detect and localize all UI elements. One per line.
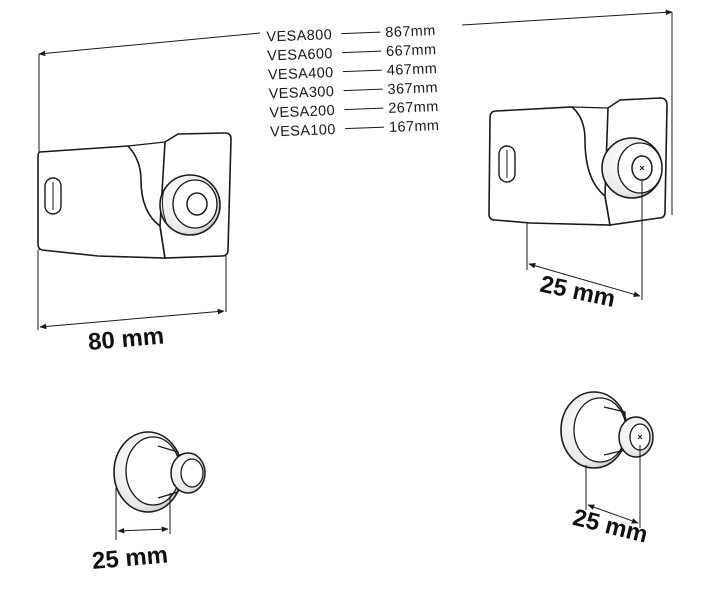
vesa-row: VESA300 367mm [268,80,438,102]
vesa-row: VESA100 167mm [270,118,440,140]
vesa-distance-label: 467mm [387,61,438,79]
right-spacer [560,391,654,528]
left-bracket [37,132,232,330]
vesa-standard-label: VESA600 [267,46,333,65]
right-bracket-offset-label: 25 mm [538,271,618,313]
vesa-row: VESA400 467mm [268,61,438,83]
vesa-row: VESA200 267mm [269,99,439,121]
vesa-row: VESA600 667mm [267,42,437,64]
right-bracket [488,97,668,300]
left-spacer-offset-label: 25 mm [91,541,169,575]
vesa-distance-label: 267mm [388,99,439,117]
vesa-distance-label: 867mm [385,23,436,41]
vesa-distance-label: 167mm [389,118,440,136]
vesa-table: VESA800 867mm VESA600 667mm VESA400 467m… [266,23,439,140]
right-spacer-offset-label: 25 mm [570,504,650,549]
spacer-knob [601,137,663,199]
vesa-distance-label: 667mm [386,42,437,60]
vesa-standard-label: VESA100 [270,122,336,141]
vesa-standard-label: VESA400 [268,65,334,84]
vesa-row: VESA800 867mm [266,23,436,45]
vesa-standard-label: VESA200 [269,103,335,122]
vesa-standard-label: VESA300 [268,84,334,103]
left-bracket-width-label: 80 mm [87,322,165,356]
vesa-distance-label: 367mm [387,80,438,98]
left-spacer [113,431,206,540]
spacer-knob [159,174,221,236]
vesa-standard-label: VESA800 [266,27,332,46]
